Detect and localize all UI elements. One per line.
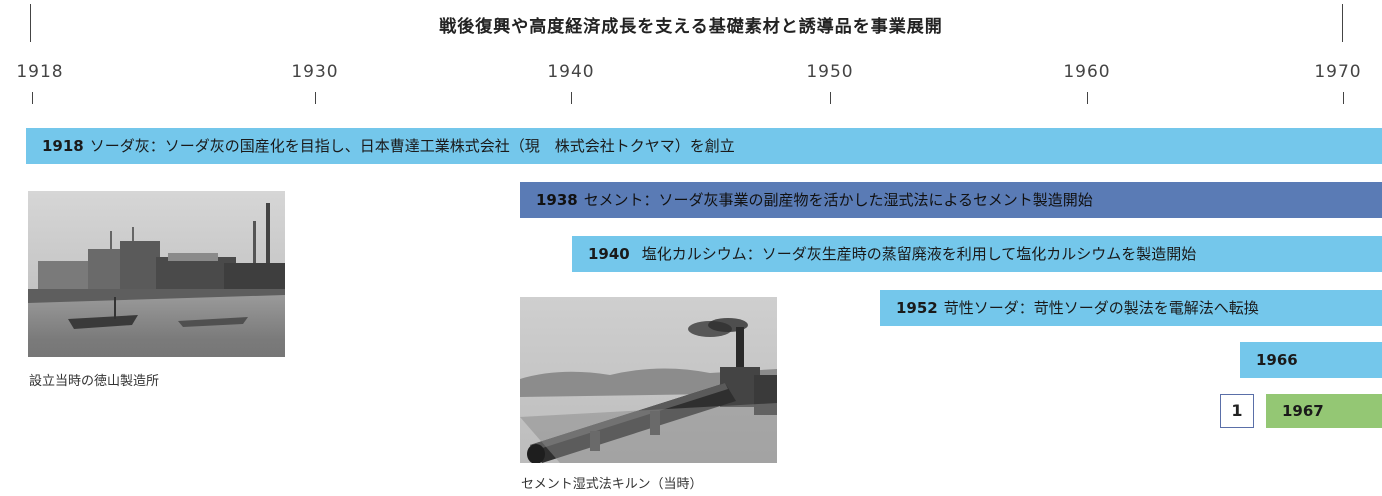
year-tick-1970: [1343, 92, 1344, 104]
event-text: 塩化カルシウム：ソーダ灰生産時の蒸留廃液を利用して塩化カルシウムを製造開始: [641, 245, 1197, 263]
header-left-tick: [30, 4, 31, 42]
kiln-photo: [520, 297, 777, 463]
event-text: ソーダ灰：ソーダ灰の国産化を目指し、日本曹達工業株式会社（現 株式会社トクヤマ）…: [89, 137, 735, 155]
event-year: 1967: [1282, 402, 1324, 420]
year-label-1960: 1960: [1063, 62, 1111, 82]
event-bar-1967: 1967: [1266, 394, 1382, 428]
year-tick-1960: [1087, 92, 1088, 104]
year-tick-1950: [830, 92, 831, 104]
page-title: 戦後復興や高度経済成長を支える基礎素材と誘導品を事業展開: [439, 17, 943, 37]
event-year: 1952: [896, 299, 938, 317]
factory-photo-image: [28, 191, 285, 357]
year-tick-1940: [571, 92, 572, 104]
event-text: 苛性ソーダ：苛性ソーダの製法を電解法へ転換: [943, 299, 1259, 317]
event-text: セメント：ソーダ灰事業の副産物を活かした湿式法によるセメント製造開始: [583, 191, 1093, 209]
kiln-photo-caption: セメント湿式法キルン（当時）: [521, 477, 703, 492]
event-year: 1918: [42, 137, 84, 155]
event-bar-1918: 1918 ソーダ灰：ソーダ灰の国産化を目指し、日本曹達工業株式会社（現 株式会社ト…: [26, 128, 1382, 164]
event-year: 1938: [536, 191, 578, 209]
event-year: 1940: [588, 245, 630, 263]
year-tick-1918: [32, 92, 33, 104]
factory-photo: [28, 191, 285, 357]
factory-photo-caption: 設立当時の徳山製造所: [29, 374, 160, 389]
year-label-1930: 1930: [291, 62, 339, 82]
year-label-1940: 1940: [547, 62, 595, 82]
event-bar-1966: 1966: [1240, 342, 1382, 378]
header-right-tick: [1342, 4, 1343, 42]
event-bar-1938: 1938 セメント：ソーダ灰事業の副産物を活かした湿式法によるセメント製造開始: [520, 182, 1382, 218]
year-label-1950: 1950: [806, 62, 854, 82]
year-tick-1930: [315, 92, 316, 104]
page-number-box[interactable]: 1: [1220, 394, 1254, 428]
year-label-1918: 1918: [16, 62, 64, 82]
event-bar-1940: 1940 塩化カルシウム：ソーダ灰生産時の蒸留廃液を利用して塩化カルシウムを製造開…: [572, 236, 1382, 272]
kiln-photo-image: [520, 297, 777, 463]
event-bar-1952: 1952 苛性ソーダ：苛性ソーダの製法を電解法へ転換: [880, 290, 1382, 326]
event-year: 1966: [1256, 351, 1298, 369]
year-label-1970: 1970: [1314, 62, 1362, 82]
